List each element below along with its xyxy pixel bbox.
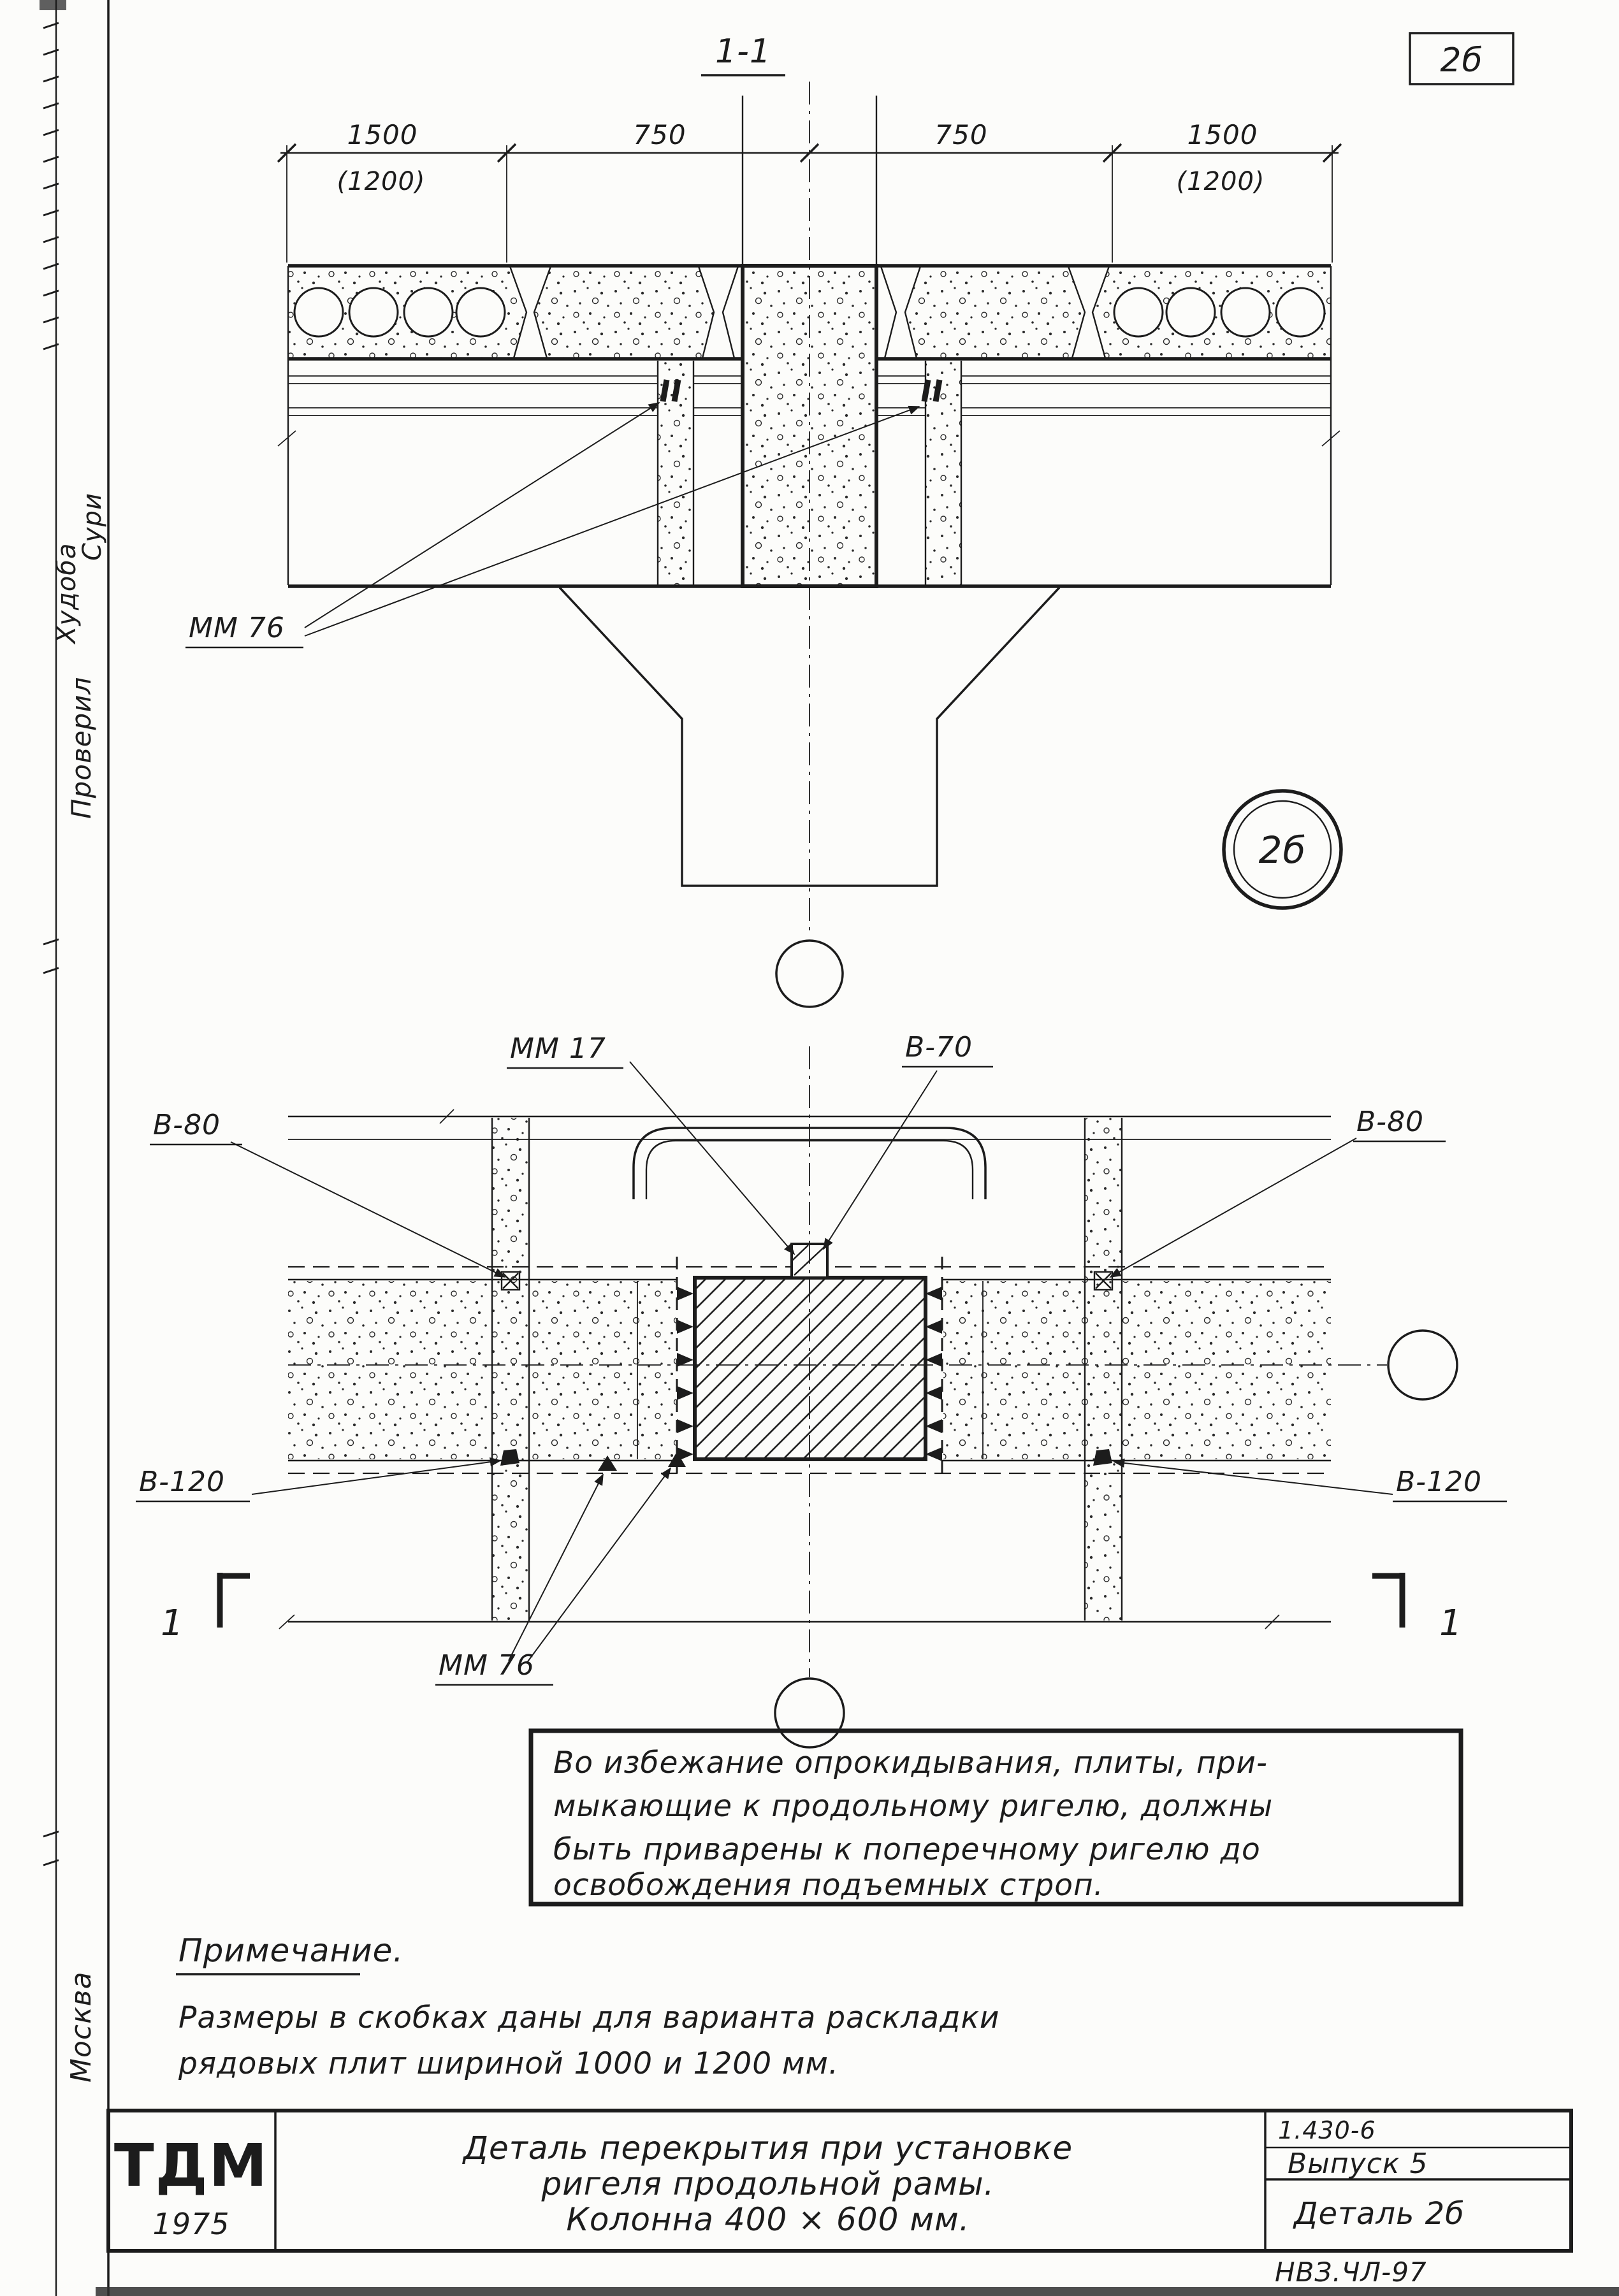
org-logo: ТДМ — [114, 2132, 268, 2200]
slab-joints — [509, 266, 1110, 359]
column-section — [741, 96, 878, 588]
margin-signature-2: Худоба — [52, 543, 82, 645]
axis-bubble-bottom-section — [775, 939, 844, 1008]
girder-band-right-fill — [943, 1281, 1331, 1459]
callout-v80-left: В-80 — [150, 1109, 506, 1278]
title-block: ТДМ 1975 Деталь перекрытия при установке… — [106, 2109, 1573, 2288]
weld-mark-mm76-a — [598, 1455, 617, 1471]
warning-note-box: Во избежание опрокидывания, плиты, при- … — [528, 1728, 1463, 1907]
drawing-title-line-1: Деталь перекрытия при установке — [462, 2130, 1073, 2167]
scan-artifact — [40, 0, 66, 10]
drawing-title-line-2: ригеля продольной рамы. — [541, 2165, 995, 2202]
dim-mid-left: 750 — [633, 119, 686, 150]
axis-bubble-bottom-plan — [774, 1677, 845, 1749]
detail-reference-number: 2б — [1259, 828, 1307, 872]
dim-left-main: 1500 — [347, 119, 418, 150]
sheet-number: 2б — [1440, 41, 1483, 80]
sheet-number-box: 2б — [1409, 32, 1514, 85]
column-fill — [743, 266, 876, 586]
margin-signature-1: Сури — [78, 493, 107, 561]
callout-mm17: ММ 17 — [507, 1032, 795, 1255]
label-v120-right: В-120 — [1396, 1466, 1482, 1498]
dim-right-alt: (1200) — [1176, 167, 1265, 196]
weld-triangles — [677, 1287, 942, 1461]
label-v80-right: В-80 — [1356, 1106, 1424, 1138]
callout-v120-right: В-120 — [1113, 1458, 1507, 1503]
notes-line-2: рядовых плит шириной 1000 и 1200 мм. — [178, 2046, 839, 2081]
dim-right-main: 1500 — [1187, 119, 1258, 150]
ribbed-slab-left — [534, 266, 714, 358]
margin-checked-label: Проверил — [66, 677, 97, 819]
dimension-ticks — [277, 143, 1342, 163]
column-capital — [558, 586, 1061, 887]
rib-right-fill — [926, 361, 961, 585]
label-mm17: ММ 17 — [510, 1032, 606, 1065]
notes-line-1: Размеры в скобках даны для варианта раск… — [178, 2000, 999, 2035]
section-cut-left: 1 — [161, 1573, 250, 1644]
cut-label-left: 1 — [161, 1603, 184, 1644]
callout-v80-right: В-80 — [1109, 1106, 1446, 1278]
weld-hook-marks — [660, 379, 943, 402]
slab-chords — [288, 264, 1331, 361]
dim-mid-right: 750 — [934, 119, 987, 150]
girder-band-lines — [288, 1266, 1331, 1475]
binding-marks — [43, 22, 59, 1866]
handwritten-footnote: НВЗ.ЧЛ-97 — [1275, 2256, 1427, 2288]
plan-rib-edges — [491, 1118, 1123, 1621]
issue-number: Выпуск 5 — [1288, 2148, 1428, 2180]
warning-line-1: Во избежание опрокидывания, плиты, при- — [553, 1745, 1268, 1780]
leader-line — [304, 402, 660, 628]
girder-band-left-fill — [288, 1281, 676, 1459]
section-title: 1-1 — [715, 32, 771, 71]
plan-view: 1 1 ММ 17 В-70 В-80 В-80 В-1 — [136, 1031, 1507, 1749]
notes-section: Примечание. Размеры в скобках даны для в… — [176, 1932, 999, 2081]
section-view: 1500 (1200) 750 750 1500 (1200) 1-1 ММ 7… — [185, 32, 1343, 1008]
weld-mark-mm76-b — [668, 1452, 686, 1467]
label-v80-left: В-80 — [153, 1109, 221, 1141]
section-cut-right: 1 — [1372, 1573, 1463, 1644]
label-v120-left: В-120 — [139, 1466, 225, 1498]
detail-number: Деталь 2б — [1293, 2196, 1465, 2232]
warning-line-4: освобождения подъемных строп. — [553, 1868, 1104, 1903]
series-number: 1.430-6 — [1278, 2116, 1376, 2144]
dimension-line: 1500 (1200) 750 750 1500 (1200) — [277, 119, 1342, 263]
callout-mm76-bottom: ММ 76 — [435, 1467, 672, 1686]
weld-callout-mm76-top: ММ 76 — [185, 402, 920, 649]
left-margin: Сури Худоба Проверил Москва — [40, 0, 110, 2296]
notes-heading: Примечание. — [178, 1932, 403, 1969]
weld-label-mm76-top: ММ 76 — [189, 612, 285, 644]
ribbed-slab-right — [905, 266, 1085, 358]
logo-year: 1975 — [152, 2207, 229, 2241]
weld-mark-v120-right — [1093, 1449, 1112, 1466]
scan-edge-band — [96, 2287, 1619, 2296]
axis-bubble-right — [1387, 1329, 1458, 1401]
leader-line — [304, 405, 920, 637]
label-v70: В-70 — [905, 1031, 973, 1064]
callout-v120-left: В-120 — [136, 1457, 502, 1503]
warning-line-3: быть приварены к поперечному ригелю до — [553, 1832, 1261, 1867]
weld-mark-v120-left — [500, 1449, 519, 1466]
detail-reference-bubble: 2б — [1222, 789, 1343, 910]
hollow-cores — [293, 287, 1326, 338]
warning-line-2: мыкающие к продольному ригелю, должны — [553, 1789, 1273, 1824]
cut-label-right: 1 — [1439, 1603, 1463, 1644]
margin-city-label: Москва — [65, 1971, 98, 2083]
callout-v70: В-70 — [823, 1031, 993, 1250]
dim-left-alt: (1200) — [337, 167, 425, 196]
column-plan — [676, 1243, 943, 1477]
weld-mark-v80-right — [1093, 1271, 1114, 1291]
drawing-title-line-3: Колонна 400 × 600 мм. — [566, 2201, 969, 2238]
label-mm76-bottom: ММ 76 — [439, 1649, 535, 1682]
